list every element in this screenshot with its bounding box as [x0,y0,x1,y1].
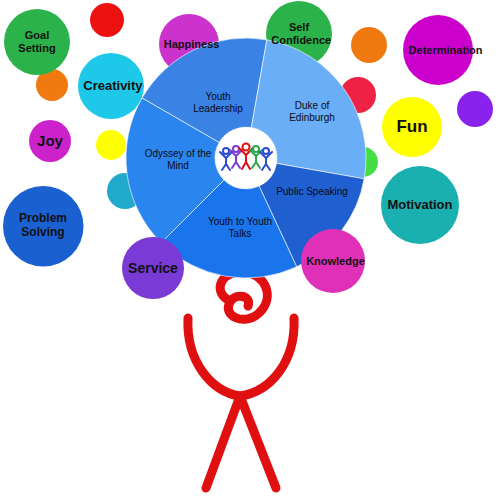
program-sector: Odyssey of the Mind [126,38,366,278]
value-label: Service [128,260,178,276]
value-label: Motivation [388,198,453,213]
stick-figure [188,272,294,488]
value-label: Goal Setting [9,29,64,54]
value-label: Problem Solving [9,212,77,240]
program-label: Odyssey of the Mind [141,148,215,172]
value-label: Happiness [164,38,214,51]
value-circle: Self Confidence [266,1,332,67]
value-circle: Goal Setting [4,9,70,75]
program-label: Youth Leadership [181,91,255,115]
value-label: Joy [37,132,63,149]
value-label: Creativity [83,79,138,94]
value-circle: Fun [382,97,442,157]
value-circle: Creativity [78,53,144,119]
program-label: Public Speaking [275,186,349,198]
decor-circles [36,3,493,209]
value-label: Determination [409,44,468,57]
value-label: Knowledge [306,255,360,268]
value-circle: Service [122,237,184,299]
value-circle: Motivation [381,166,459,244]
value-label: Self Confidence [271,21,326,46]
value-circle: Happiness [159,14,219,74]
value-label: Fun [396,117,427,137]
value-circle: Knowledge [301,229,365,293]
center-logo [216,128,276,188]
program-label: Duke of Edinburgh [275,100,349,124]
value-circle: Joy [29,120,71,162]
value-circle: Determination [403,15,473,85]
program-label: Youth to Youth Talks [203,216,277,240]
value-circle: Problem Solving [3,186,84,267]
